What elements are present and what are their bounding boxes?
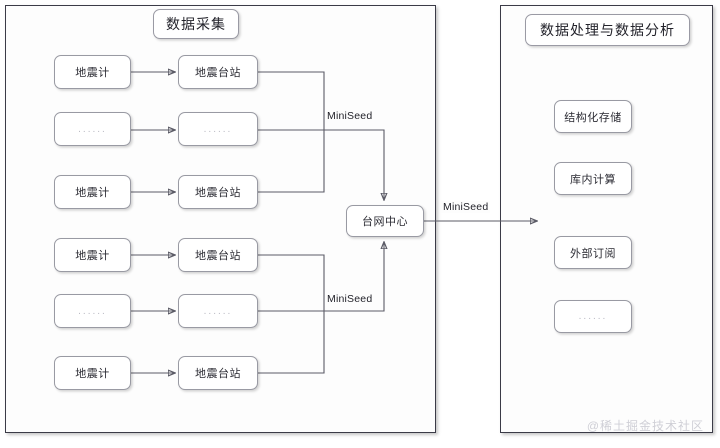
- node-structured-storage[interactable]: 结构化存储: [554, 100, 632, 133]
- node-seismometer-3[interactable]: 地震计: [54, 238, 131, 272]
- watermark: @稀土掘金技术社区: [586, 419, 704, 433]
- node-right-panel-ellipsis[interactable]: ......: [554, 300, 632, 333]
- node-in-database-computing[interactable]: 库内计算: [554, 162, 632, 195]
- node-seismometer-1[interactable]: 地震计: [54, 55, 131, 89]
- panel-title-data-acquisition: 数据采集: [153, 9, 239, 39]
- panel-data-processing-analysis: [500, 5, 713, 433]
- edge-label-miniseed-cross-panel: MiniSeed: [441, 201, 491, 213]
- panel-title-data-processing-analysis: 数据处理与数据分析: [525, 14, 690, 46]
- node-seismometer-ellipsis-2[interactable]: ......: [54, 294, 131, 328]
- node-seismic-station-1[interactable]: 地震台站: [178, 55, 258, 89]
- edge-label-miniseed-upper: MiniSeed: [325, 110, 375, 122]
- node-seismic-station-3[interactable]: 地震台站: [178, 238, 258, 272]
- node-seismic-station-ellipsis-1[interactable]: ......: [178, 112, 258, 146]
- node-external-subscription[interactable]: 外部订阅: [554, 236, 632, 269]
- node-seismic-station-4[interactable]: 地震台站: [178, 356, 258, 390]
- node-seismometer-4[interactable]: 地震计: [54, 356, 131, 390]
- node-seismometer-2[interactable]: 地震计: [54, 175, 131, 209]
- node-seismometer-ellipsis-1[interactable]: ......: [54, 112, 131, 146]
- edge-label-miniseed-lower: MiniSeed: [325, 293, 375, 305]
- node-seismic-station-ellipsis-2[interactable]: ......: [178, 294, 258, 328]
- node-seismic-station-2[interactable]: 地震台站: [178, 175, 258, 209]
- node-network-center[interactable]: 台网中心: [346, 205, 424, 237]
